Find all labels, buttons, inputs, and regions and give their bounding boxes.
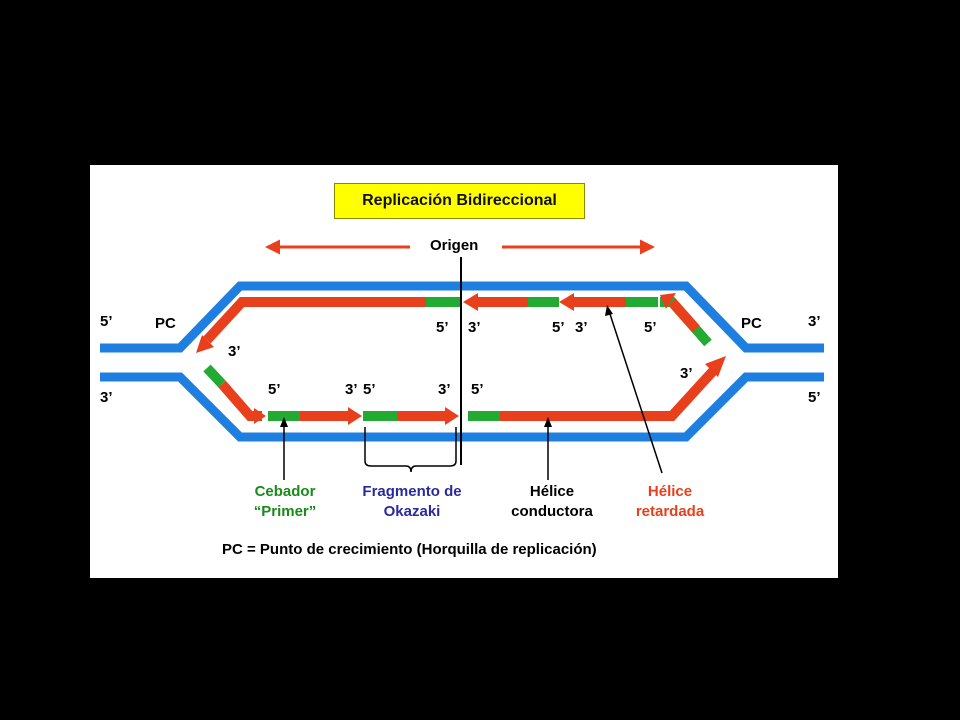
end-label: 3’	[228, 343, 241, 360]
lagging-strand-caption: Hélice retardada	[635, 483, 705, 520]
fork-label-left: PC	[155, 315, 176, 332]
end-label: 3’	[345, 381, 358, 398]
fork-label-right: PC	[741, 315, 762, 332]
end-label: 5’	[436, 319, 449, 336]
bottom-right-leading-strand	[468, 356, 726, 421]
parent-strand-bottom	[100, 372, 824, 442]
strand-end-label: 3’	[100, 389, 113, 406]
end-label: 5’	[268, 381, 281, 398]
footnote: PC = Punto de crecimiento (Horquilla de …	[222, 541, 597, 558]
end-label: 5’	[644, 319, 657, 336]
primer-caption: Cebador “Primer”	[253, 483, 317, 520]
okazaki-caption: Fragmento de Okazaki	[362, 483, 462, 520]
origin-label: Origen	[430, 237, 479, 254]
end-label: 5’	[552, 319, 565, 336]
top-right-lagging-fragments	[463, 293, 712, 347]
bottom-left-strand	[203, 364, 459, 425]
lagging-pointer	[607, 307, 663, 474]
end-label: 5’	[363, 381, 376, 398]
end-label: 3’	[680, 365, 693, 382]
end-label: 3’	[468, 319, 481, 336]
leading-strand-caption: Hélice conductora	[511, 483, 593, 520]
strand-end-label: 3’	[808, 313, 821, 330]
diagram-panel: Replicación Bidireccional Origen 5’ PC 3…	[90, 165, 838, 578]
top-left-lagging-strand	[196, 297, 460, 353]
end-label: 3’	[575, 319, 588, 336]
end-label: 3’	[438, 381, 451, 398]
diagram-title: Replicación Bidireccional	[334, 183, 585, 219]
end-label: 5’	[471, 381, 484, 398]
strand-end-label: 5’	[100, 313, 113, 330]
replication-diagram	[100, 239, 824, 480]
strand-end-label: 5’	[808, 389, 821, 406]
okazaki-bracket	[364, 427, 457, 473]
parent-strand-top	[100, 281, 824, 353]
